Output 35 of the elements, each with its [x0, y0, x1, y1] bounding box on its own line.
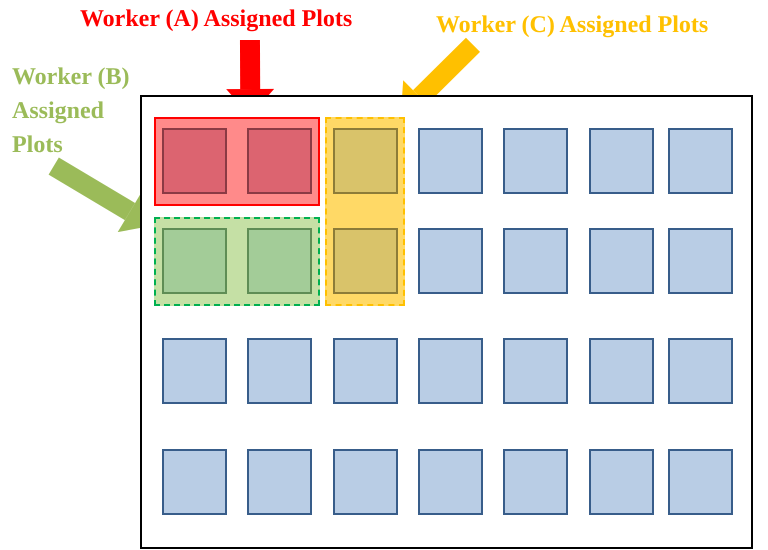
plot-square [418, 128, 483, 194]
plot-square [247, 128, 312, 194]
plot-square [503, 228, 568, 294]
plot-square [668, 228, 733, 294]
plot-square [333, 128, 398, 194]
plot-square [418, 338, 483, 404]
plot-square [247, 338, 312, 404]
plot-square [162, 128, 227, 194]
plot-square [668, 128, 733, 194]
plot-square [162, 228, 227, 294]
worker-label: Worker (C) Assigned Plots [436, 11, 710, 40]
plot-group [154, 217, 320, 306]
field-border [140, 95, 753, 549]
plot-square [668, 449, 733, 515]
plot-square [333, 449, 398, 515]
plot-square [162, 338, 227, 404]
plot-square [503, 338, 568, 404]
plot-square [247, 228, 312, 294]
plot-square [333, 338, 398, 404]
plot-square [589, 228, 654, 294]
plot-square [247, 449, 312, 515]
plot-square [162, 449, 227, 515]
plot-square [418, 228, 483, 294]
plot-square [589, 449, 654, 515]
plot-square [668, 338, 733, 404]
plot-square [418, 449, 483, 515]
plot-square [503, 128, 568, 194]
worker-label: Worker (A) Assigned Plots [80, 5, 354, 34]
plot-group [325, 117, 405, 306]
plot-square [589, 338, 654, 404]
plot-square [333, 228, 398, 294]
plot-square [589, 128, 654, 194]
plot-square [503, 449, 568, 515]
worker-label: Worker (B) Assigned Plots [12, 63, 131, 160]
plot-group [154, 117, 320, 206]
